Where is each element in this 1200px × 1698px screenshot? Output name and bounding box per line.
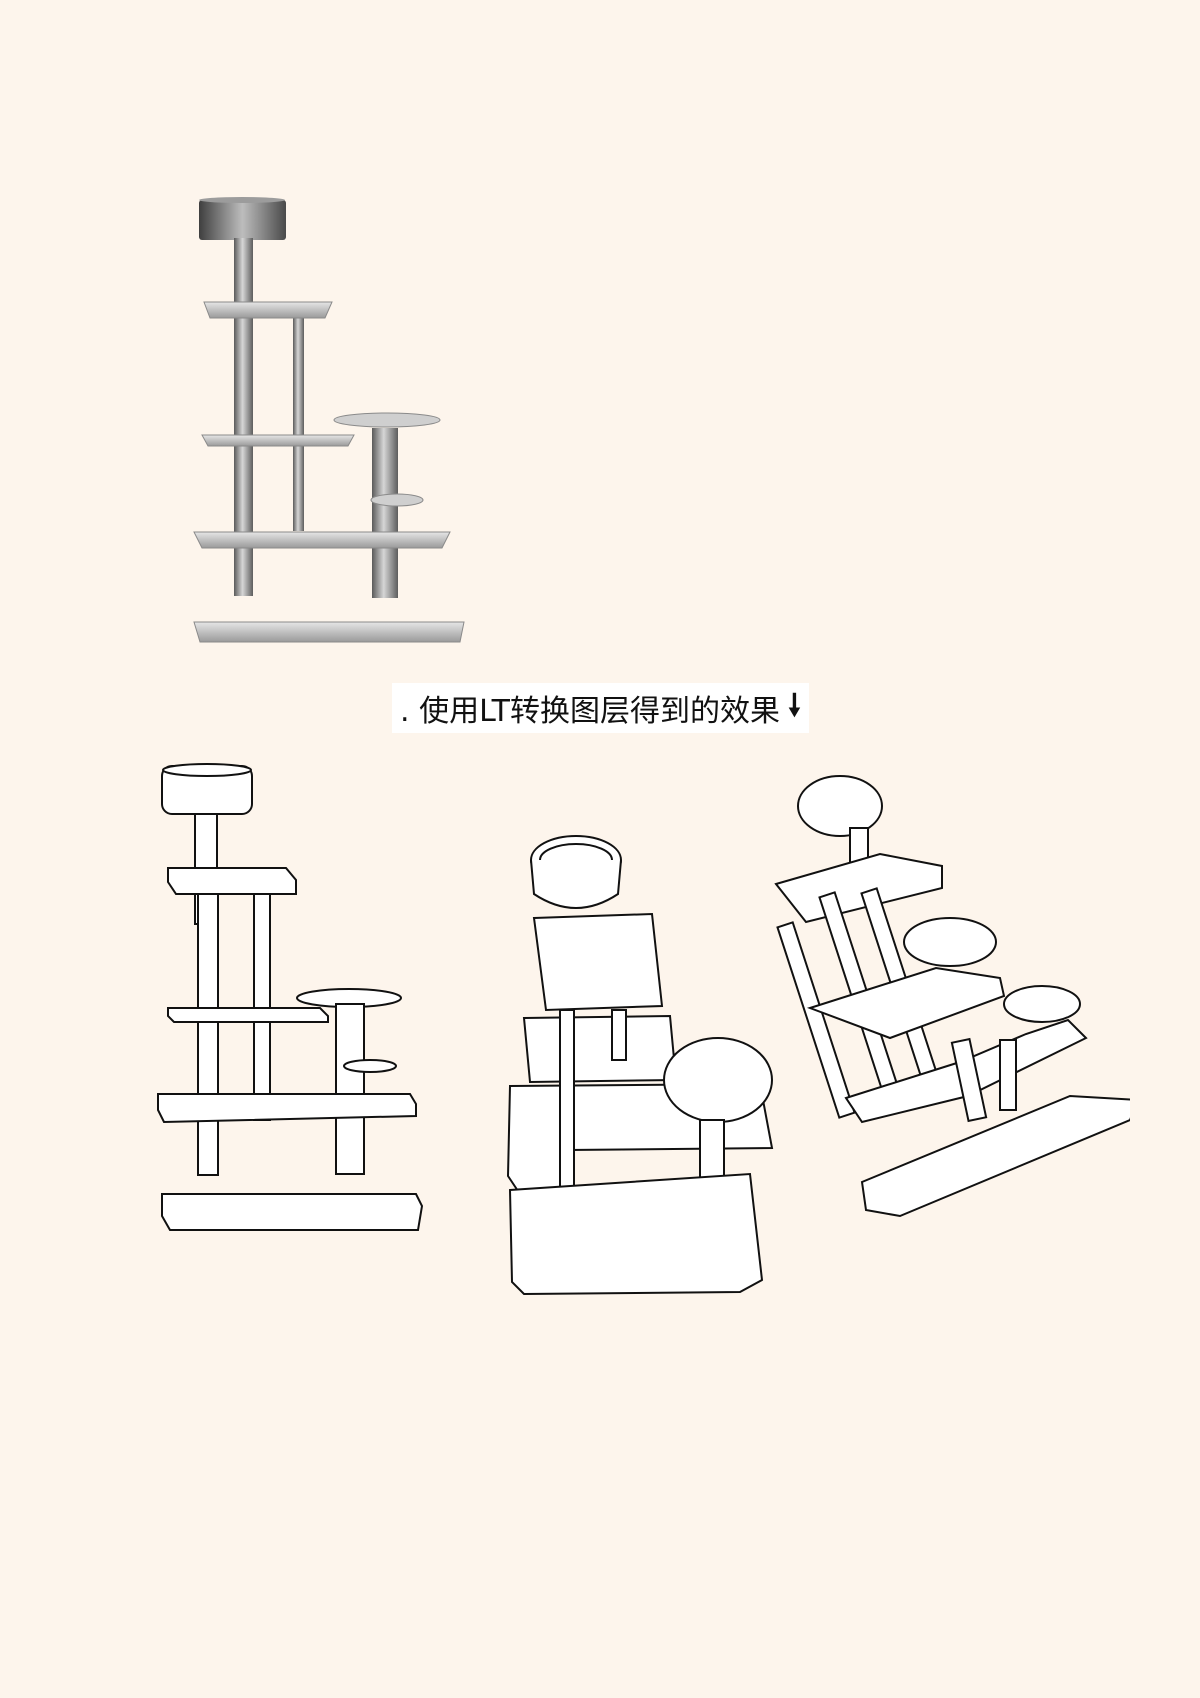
caption-text: . 使用LT转换图层得到的效果: [400, 694, 780, 729]
lineart-front-view: [157, 763, 424, 1231]
lineart-rotated-view: [774, 775, 1130, 1218]
lineart-perspective-view: [506, 835, 774, 1296]
down-arrow-icon: 🠗: [787, 687, 801, 723]
shaded-cat-tree-model: [193, 197, 465, 643]
caption: . 使用LT转换图层得到的效果 🠗: [392, 683, 809, 733]
